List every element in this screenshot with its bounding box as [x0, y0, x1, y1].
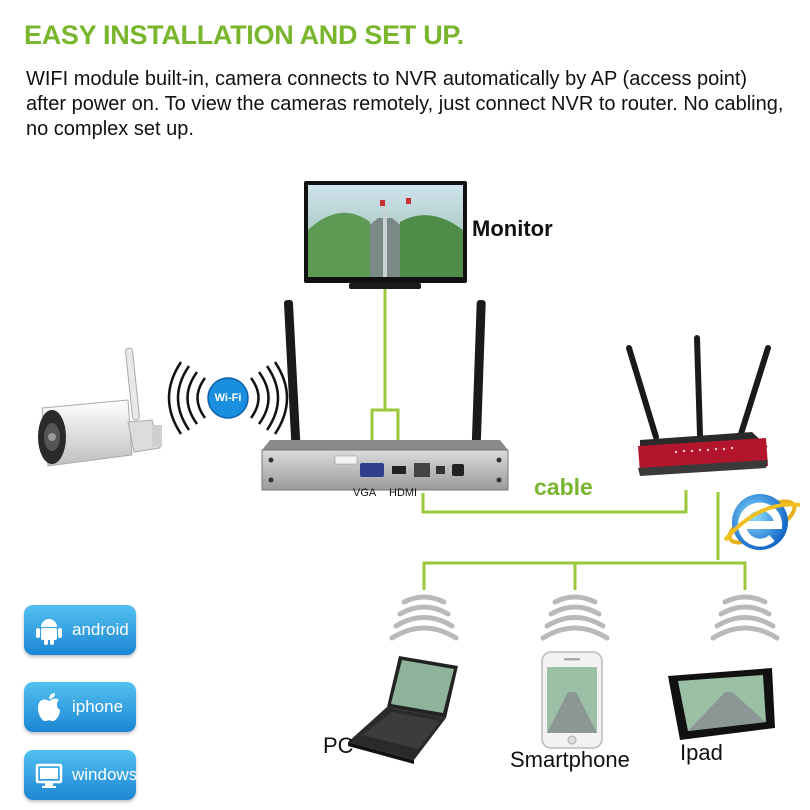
nvr-recorder-icon [261, 300, 509, 491]
page-title: EASY INSTALLATION AND SET UP. [24, 20, 464, 50]
wifi-badge-label: Wi-Fi [214, 392, 242, 404]
windows-label: windows [72, 765, 138, 784]
wifi-signal-icon [167, 361, 289, 435]
monitor-icon [304, 181, 467, 289]
router-icon [626, 335, 771, 476]
tablet-ipad-icon [668, 668, 775, 740]
apple-icon [38, 693, 60, 722]
iphone-badge: iphone [24, 682, 136, 732]
android-label: android [72, 620, 129, 639]
iphone-label: iphone [72, 697, 124, 716]
ipad-label: Ipad [680, 740, 723, 765]
pc-label: PC [323, 733, 354, 758]
android-icon [36, 619, 62, 645]
cable-label: cable [534, 474, 593, 500]
wifi-camera-icon [38, 347, 162, 467]
laptop-pc-icon [348, 656, 458, 764]
internet-explorer-icon [723, 494, 801, 550]
wireless-waves [389, 594, 780, 641]
intro-text: WIFI module built-in, camera connects to… [26, 68, 784, 140]
windows-badge: windows [24, 750, 138, 800]
vga-port-label: VGA [353, 487, 377, 499]
smartphone-label: Smartphone [510, 747, 630, 772]
monitor-label: Monitor [472, 216, 553, 241]
hdmi-port-label: HDMI [389, 487, 418, 499]
smartphone-icon [541, 651, 603, 749]
connection-lines [370, 288, 747, 590]
android-badge: android [24, 605, 136, 655]
windows-icon [35, 763, 63, 788]
